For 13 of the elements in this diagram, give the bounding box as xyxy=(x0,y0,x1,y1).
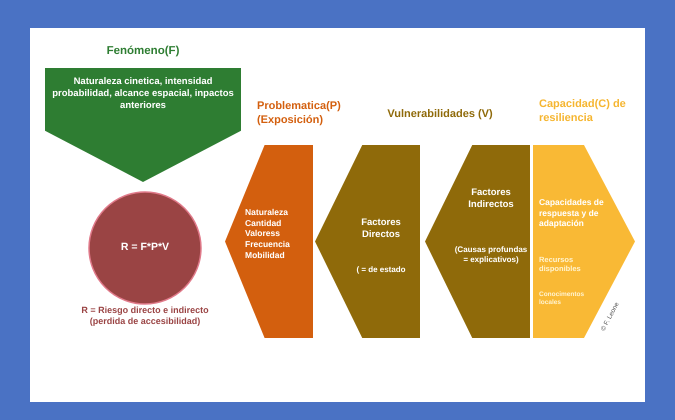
node-text: Naturaleza cinetica, intensidad probabilidad, alcance espacial, inpactos anteriores xyxy=(51,76,235,112)
node-text: R = F*P*V xyxy=(120,241,170,254)
node-subtext: ( = de estado xyxy=(355,265,407,275)
heading: Fenómeno(F) xyxy=(106,44,180,58)
heading: Capacidad(C) de resiliencia xyxy=(539,98,627,126)
heading: Problematica(P) (Exposición) xyxy=(257,100,342,128)
node-text: Naturaleza Cantidad Valoress Frecuencia Mobilidad xyxy=(245,207,291,260)
group-heading: Vulnerabilidades (V) xyxy=(386,108,494,122)
caption-text: R = Riesgo directo e indirecto (perdida de accesibilidad) xyxy=(80,305,210,328)
node-text: Factores Indirectos xyxy=(467,187,515,211)
node-subtext: (Causas profundas = explicativos) xyxy=(454,245,528,265)
node-text: Factores Directos xyxy=(360,217,402,241)
node-text: Capacidades de respuesta y de adaptación xyxy=(539,197,605,229)
